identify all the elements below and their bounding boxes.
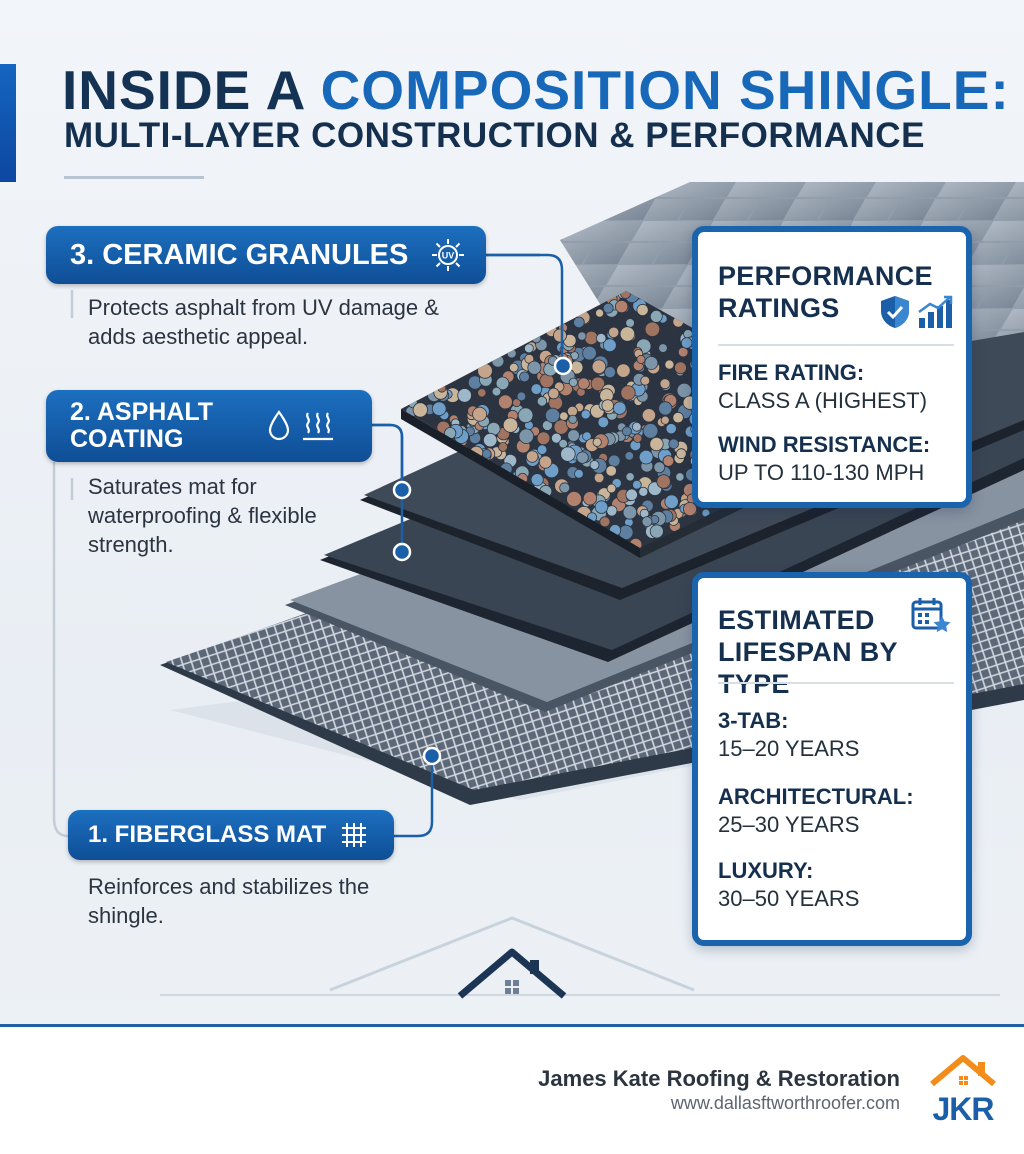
estimated-lifespan-card: ESTIMATED LIFESPAN BY TYPE 3-TAB: 15–20 … (692, 572, 972, 946)
callout-dot-fiberglass (422, 746, 442, 766)
lifespan-divider (718, 682, 954, 684)
lifespan-item-value: 25–30 YEARS (718, 812, 860, 837)
lifespan-item-value: 15–20 YEARS (718, 736, 860, 761)
page-title: INSIDE A COMPOSITION SHINGLE: (62, 58, 1010, 122)
fiberglass-description: Reinforces and stabilizes the shingle. (88, 874, 370, 928)
title-part-dark: INSIDE A (62, 59, 321, 121)
title-part-blue: COMPOSITION SHINGLE: (320, 59, 1010, 121)
lifespan-title: ESTIMATED LIFESPAN BY TYPE (718, 605, 898, 699)
granules-label: 3. CERAMIC GRANULES (70, 238, 409, 271)
callout-dot-asphalt-lower (392, 542, 412, 562)
lifespan-item-label: LUXURY: (718, 858, 814, 883)
page-subtitle: MULTI-LAYER CONSTRUCTION & PERFORMANCE (64, 116, 925, 155)
footer (0, 1027, 1024, 1154)
wind-resistance-value: UP TO 110-130 MPH (718, 460, 925, 485)
grid-mesh-icon (342, 823, 367, 847)
asphalt-label: 2. ASPHALT COATING (70, 398, 214, 453)
fire-rating-value: CLASS A (HIGHEST) (718, 388, 928, 413)
bar-chart-trend-icon (918, 295, 953, 328)
asphalt-description: Saturates mat for waterproofing & flexib… (88, 474, 317, 557)
lifespan-item-label: 3-TAB: (718, 708, 789, 733)
house-outline-icon (457, 948, 567, 999)
jkr-house-logo: JKR (930, 1055, 996, 1126)
lifespan-item-label: ARCHITECTURAL: (718, 784, 914, 809)
label-ceramic-granules: 3. CERAMIC GRANULES UV (46, 226, 486, 284)
heat-waves-icon (303, 412, 333, 441)
calendar-star-icon (911, 598, 951, 633)
company-website[interactable]: www.dallasftworthroofer.com (670, 1093, 900, 1113)
fiberglass-label: 1. FIBERGLASS MAT (88, 821, 327, 848)
uv-icon-text: UV (442, 251, 455, 261)
callout-dot-asphalt-upper (392, 480, 412, 500)
performance-divider (718, 344, 954, 346)
performance-title: PERFORMANCE RATINGS (718, 261, 933, 323)
accent-bar (0, 64, 16, 182)
callout-dot-granules (553, 356, 573, 376)
company-name: James Kate Roofing & Restoration (538, 1066, 900, 1091)
shield-check-icon (881, 296, 909, 328)
label-fiberglass-mat: 1. FIBERGLASS MAT (68, 810, 394, 860)
water-drop-icon (268, 410, 290, 441)
uv-sun-icon: UV (432, 239, 465, 271)
logo-text: JKR (932, 1091, 994, 1126)
granules-description: Protects asphalt from UV damage & adds a… (88, 295, 439, 349)
lifespan-item-value: 30–50 YEARS (718, 886, 860, 911)
footer-divider (0, 1024, 1024, 1027)
title-divider (64, 176, 204, 179)
performance-ratings-card: PERFORMANCE RATINGS FIRE RATING: CLASS A… (692, 226, 972, 508)
label-asphalt-coating: 2. ASPHALT COATING (46, 390, 372, 462)
fire-rating-label: FIRE RATING: (718, 360, 865, 385)
wind-resistance-label: WIND RESISTANCE: (718, 432, 931, 457)
